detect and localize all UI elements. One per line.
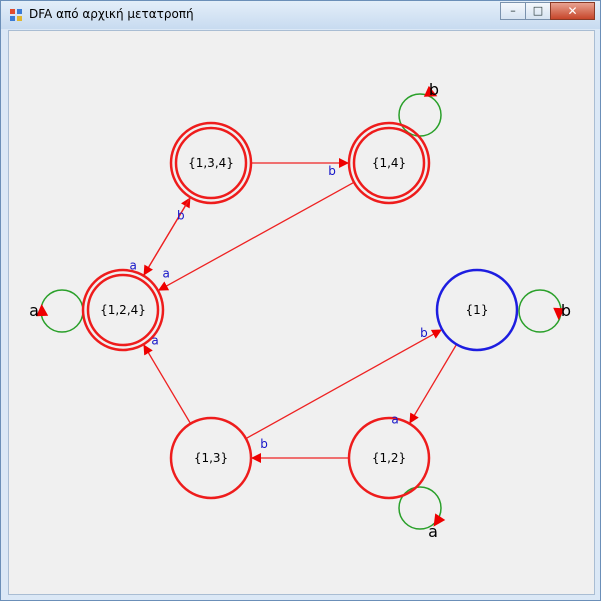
transition-label: a (129, 259, 136, 273)
state-circle (435, 268, 519, 352)
self-loop-s12[interactable]: a (398, 486, 446, 541)
transition-label: a (391, 413, 398, 427)
transition-label: b (177, 208, 185, 222)
accepting-ring (174, 126, 248, 200)
window-controls: – □ ✕ (500, 2, 595, 21)
transition-label: b (260, 437, 268, 451)
self-loop-s1[interactable]: b (518, 289, 571, 333)
loop-arc (398, 93, 442, 137)
transition-label: b (328, 164, 336, 178)
loop-label: a (29, 301, 39, 320)
state-s1[interactable]: {1} (435, 268, 519, 352)
state-label: {1,2,4} (100, 303, 146, 317)
state-label: {1,3,4} (188, 156, 234, 170)
accepting-ring (86, 273, 160, 347)
state-s12[interactable]: {1,2} (347, 416, 431, 500)
loop-arrowhead (36, 304, 49, 317)
self-loop-s124[interactable]: a (29, 289, 84, 333)
loop-label: b (429, 80, 439, 99)
state-circle (169, 416, 253, 500)
transition-s13-s124[interactable] (143, 344, 192, 424)
state-circle (347, 416, 431, 500)
loop-arrowhead (433, 513, 446, 527)
window-title: DFA από αρχική μετατροπή (29, 7, 194, 21)
diagram-canvas (8, 30, 595, 595)
loop-arc (398, 486, 442, 530)
loop-label: b (561, 301, 571, 320)
close-button[interactable]: ✕ (550, 2, 595, 20)
loop-arc (40, 289, 84, 333)
state-circle (81, 268, 165, 352)
state-s13[interactable]: {1,3} (169, 416, 253, 500)
title-bar[interactable]: DFA από αρχική μετατροπή – □ ✕ (1, 1, 600, 29)
transition-s13-s1[interactable] (245, 329, 443, 440)
maximize-button[interactable]: □ (525, 2, 551, 20)
transition-s134-s124[interactable] (143, 196, 192, 276)
state-label: {1,2} (372, 451, 406, 465)
loop-arrowhead (553, 307, 566, 320)
state-circle (169, 121, 253, 205)
transition-label: a (151, 333, 158, 347)
state-circle (347, 121, 431, 205)
state-label: {1} (466, 303, 489, 317)
accepting-ring (352, 126, 426, 200)
loop-label: a (428, 522, 438, 541)
state-s124[interactable]: {1,2,4} (81, 268, 165, 352)
transition-label: b (420, 326, 428, 340)
state-s134[interactable]: {1,3,4} (169, 121, 253, 205)
transition-label: a (162, 266, 169, 280)
loop-arrowhead (423, 85, 438, 97)
state-s14[interactable]: {1,4} (347, 121, 431, 205)
transition-s1-s12[interactable] (409, 344, 458, 424)
transition-s14-s124[interactable] (158, 181, 355, 291)
app-icon (10, 9, 22, 21)
state-label: {1,4} (372, 156, 406, 170)
state-label: {1,3} (194, 451, 228, 465)
